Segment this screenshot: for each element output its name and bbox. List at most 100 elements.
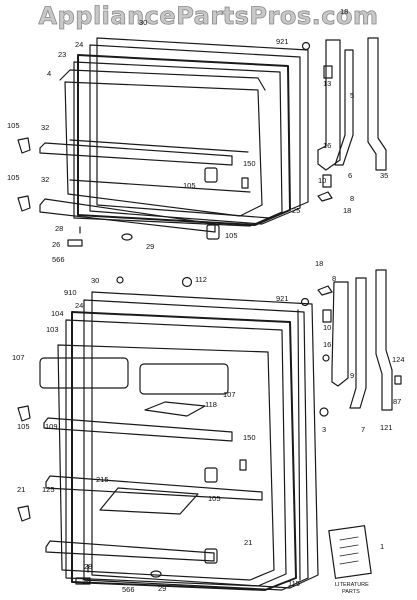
part-label: 105 [7, 121, 20, 130]
part-label: 921 [276, 37, 289, 46]
bottom-plate-26 [75, 577, 91, 585]
part-label: 32 [41, 123, 49, 132]
top-clip-left-1 [17, 137, 31, 154]
top-bracket-right-2 [206, 224, 220, 240]
part-label: 105 [208, 494, 221, 503]
watermark: AppliancePartsPros.com [38, 2, 379, 31]
bottom-bracket-right-1 [204, 467, 218, 483]
bottom-part-124 [394, 375, 402, 385]
part-label: 6 [348, 171, 352, 180]
part-label: 24 [75, 301, 83, 310]
bottom-cap-150 [239, 459, 247, 471]
part-label: 105 [7, 173, 20, 182]
part-label: 7 [361, 425, 365, 434]
bottom-shelf-2 [139, 363, 229, 395]
top-stop-10 [322, 174, 332, 188]
literature-label-line1: LITERATURE [335, 582, 369, 588]
top-plate-26 [67, 239, 83, 247]
part-label: 150 [243, 433, 256, 442]
part-label: 29 [146, 242, 154, 251]
top-hinge-bracket-5 [317, 39, 341, 171]
part-label: 107 [12, 353, 25, 362]
bottom-plug-29 [150, 570, 162, 578]
part-label: 4 [47, 69, 51, 78]
part-label: 21 [244, 538, 252, 547]
bottom-tray-118 [144, 401, 206, 417]
bottom-screw-30 [116, 276, 124, 284]
part-label: 105 [183, 181, 196, 190]
literature-label-line2: PARTS [342, 589, 360, 595]
part-label: 124 [392, 355, 405, 364]
part-label: 29 [158, 584, 166, 593]
bottom-strip-115 [297, 309, 301, 581]
part-label: 150 [243, 159, 256, 168]
bottom-door-gasket [71, 311, 297, 591]
top-plug-29 [121, 233, 133, 241]
part-label: 32 [41, 175, 49, 184]
part-label: 104 [51, 309, 64, 318]
bottom-button-921 [300, 297, 310, 307]
part-label: 910 [64, 288, 77, 297]
part-label: 26 [52, 240, 60, 249]
part-label: 566 [52, 255, 65, 264]
bottom-hinge-121 [375, 269, 393, 411]
bottom-bar-2 [45, 475, 263, 501]
top-door-inner-panel [89, 44, 301, 225]
top-stop-13 [323, 65, 333, 79]
bottom-shelf-1 [39, 357, 129, 389]
part-label: 115 [288, 579, 300, 588]
top-hinge-6 [334, 49, 354, 166]
part-label: 8 [332, 274, 336, 283]
bottom-bracket-right-2 [204, 548, 218, 564]
bottom-door-outer-panel [91, 291, 319, 589]
part-label: 16 [323, 141, 331, 150]
bottom-clip-left-1 [17, 405, 31, 422]
top-clip-left-2 [17, 195, 31, 212]
part-label: 30 [91, 276, 99, 285]
literature-booklet [328, 525, 372, 579]
bottom-door-assembly [17, 269, 402, 591]
part-label: 8 [350, 194, 354, 203]
part-labels: 18 30 24 921 23 4 13 5 105 32 16 150 6 3… [7, 7, 405, 595]
part-label: 87 [393, 397, 401, 406]
top-door-bar-upper [39, 142, 233, 166]
top-door-bar-lower [39, 198, 216, 233]
bottom-bar-1 [43, 417, 233, 442]
part-label: 26 [82, 577, 90, 586]
part-label: 13 [323, 79, 331, 88]
top-door-gasket [77, 54, 291, 226]
part-label: 109 [45, 422, 58, 431]
part-label: 35 [380, 171, 388, 180]
part-label: 10 [323, 323, 331, 332]
bottom-stop-10 [322, 309, 332, 323]
top-shelf-rail-1 [69, 139, 249, 153]
part-label: 112 [195, 275, 207, 284]
literature-booklet-lines [339, 536, 359, 565]
part-label: 566 [122, 585, 135, 594]
bottom-door-liner [65, 319, 287, 587]
part-label: 105 [17, 422, 30, 431]
bottom-pin-8 [317, 285, 333, 296]
part-label: 9 [350, 371, 354, 380]
top-door-liner [73, 61, 283, 227]
part-label: 30 [139, 18, 147, 27]
part-label: 10 [318, 176, 326, 185]
bottom-button-112 [181, 276, 193, 288]
part-label: 24 [75, 40, 83, 49]
part-label: 28 [84, 562, 92, 571]
top-shelf-rail-2 [69, 179, 251, 193]
part-label: 25 [292, 206, 300, 215]
bottom-part-3 [319, 407, 329, 417]
part-label: 23 [58, 50, 66, 59]
part-label: 18 [315, 259, 323, 268]
bottom-pin-16 [322, 354, 330, 362]
bottom-clip-left-2 [17, 505, 31, 522]
part-label: 121 [380, 423, 393, 432]
top-liner-lip [59, 69, 266, 91]
part-label: 18 [343, 206, 351, 215]
part-label: 215 [96, 475, 109, 484]
top-liner-cavity [64, 81, 263, 217]
top-hinge-35 [367, 37, 387, 171]
part-label: 3 [322, 425, 326, 434]
